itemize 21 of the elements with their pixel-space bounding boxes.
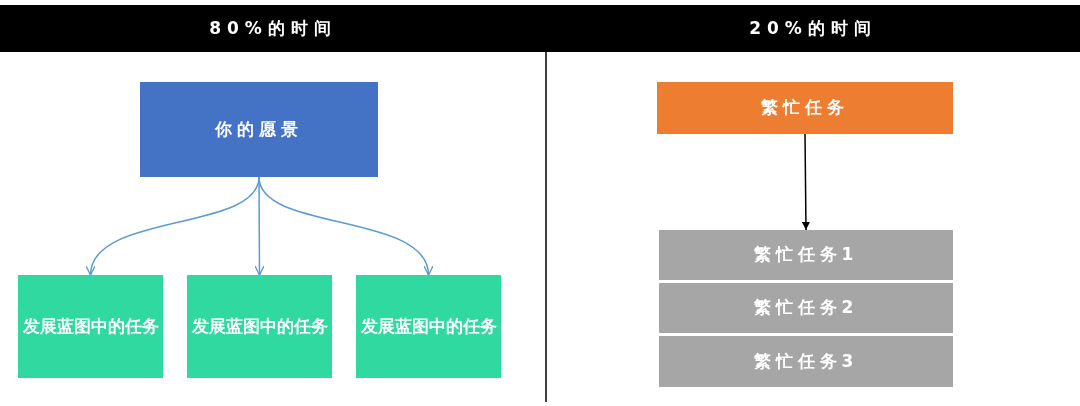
busy-task-box bbox=[657, 82, 953, 134]
box-label: 发展蓝图中的任务 bbox=[21, 314, 160, 338]
task-row bbox=[659, 230, 953, 280]
task-box bbox=[18, 275, 163, 378]
task-box bbox=[356, 275, 501, 378]
box-label: 发展蓝图中的任务 bbox=[190, 314, 329, 338]
task-row bbox=[659, 283, 953, 333]
task-row bbox=[659, 336, 953, 387]
box-label: 繁忙任务1 bbox=[753, 243, 859, 267]
box-label: 发展蓝图中的任务 bbox=[359, 314, 498, 338]
box-label: 繁忙任务3 bbox=[753, 349, 859, 373]
arrow bbox=[258, 176, 432, 276]
vision-box bbox=[140, 82, 378, 177]
box-label: 繁忙任务2 bbox=[753, 296, 859, 320]
box-label: 你的愿景 bbox=[215, 117, 303, 141]
header-band bbox=[0, 5, 1080, 52]
task-box bbox=[187, 275, 332, 378]
header-text: 20%的时间 bbox=[748, 17, 878, 40]
header-text: 80%的时间 bbox=[208, 17, 338, 40]
box-label: 繁忙任务 bbox=[761, 96, 849, 120]
arrow bbox=[801, 133, 810, 231]
